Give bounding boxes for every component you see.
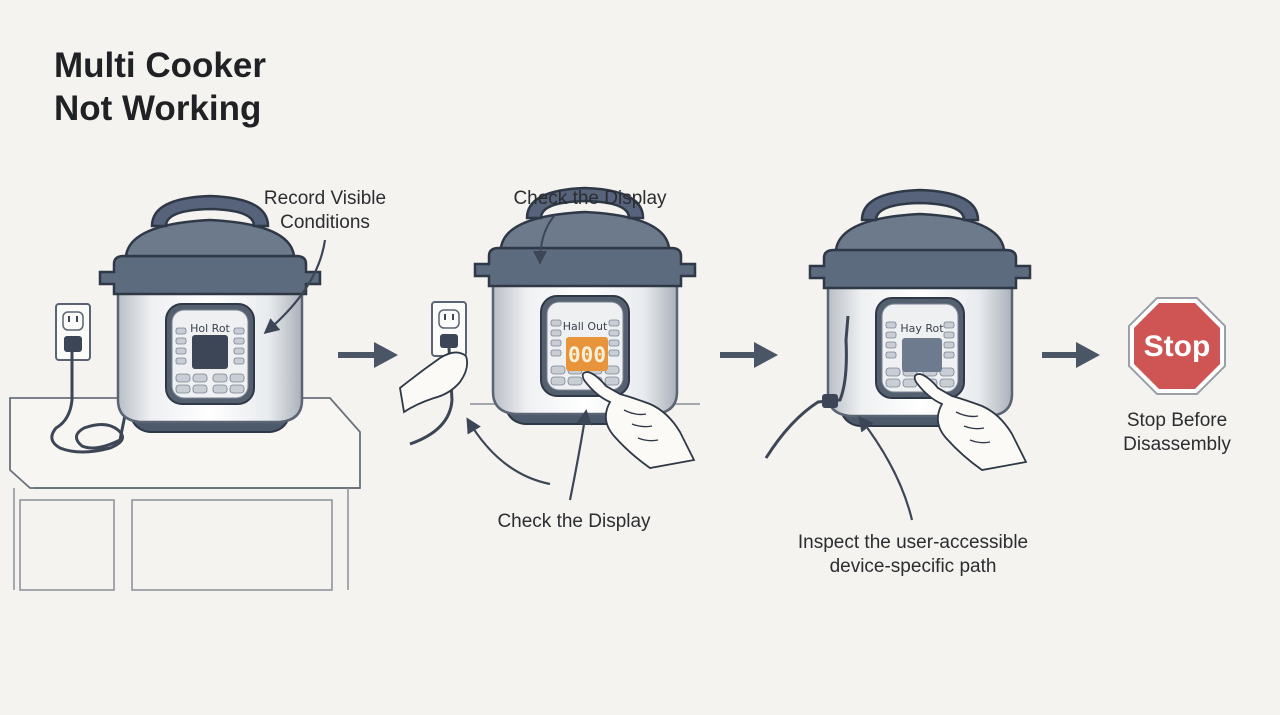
cooker-2-display [566, 337, 608, 371]
label-line: Stop Before [1126, 410, 1228, 431]
label-line: device-specific path [829, 556, 997, 577]
label-line: Conditions [280, 212, 370, 233]
step-2-scene: 000 Hall Out [399, 186, 700, 501]
annotation-arrow-2c [466, 417, 551, 486]
annotation-arrow-1 [263, 239, 327, 334]
label-record-visible-conditions: Record Visible Conditions [244, 187, 406, 235]
arrow-right-icon [720, 342, 778, 368]
label-inspect-path: Inspect the user-accessible device-speci… [778, 531, 1048, 579]
title-line-1: Multi Cooker [54, 46, 266, 85]
label-line: Disassembly [1123, 434, 1231, 455]
cooker-2-brand: Hall Out [563, 320, 608, 333]
label-line: Record Visible [263, 188, 387, 209]
step-3-scene: Hay Rot [764, 188, 1032, 521]
arrow-right-icon [338, 342, 398, 368]
multi-cooker-2 [473, 186, 697, 426]
label-stop-before-disassembly: Stop Before Disassembly [1107, 409, 1247, 457]
step-1-scene: Hol Rot [9, 194, 361, 591]
cooker-2-display-digits: 000 [568, 343, 606, 367]
stop-sign-icon: Stop [1128, 297, 1226, 395]
cooker-3-brand: Hay Rot [900, 322, 944, 335]
title-line-2: Not Working [54, 89, 262, 128]
cooker-1-display [192, 335, 228, 369]
cooker-1-brand: Hol Rot [190, 322, 230, 335]
annotation-arrow-2a [533, 214, 556, 265]
arrow-right-icon [1042, 342, 1100, 368]
wall-outlet-icon [431, 301, 467, 357]
page-title: Multi Cooker Not Working [54, 44, 266, 130]
label-check-display-bottom: Check the Display [497, 511, 651, 532]
label-line: Inspect the user-accessible [797, 532, 1029, 553]
annotation-arrow-3 [858, 415, 914, 521]
wall-outlet-icon [55, 303, 91, 361]
stop-sign-text: Stop [1144, 330, 1211, 363]
label-check-display-top: Check the Display [513, 188, 667, 209]
pointing-hand-icon [399, 351, 469, 414]
cooker-3-display [902, 338, 942, 372]
annotation-arrow-2b [568, 408, 592, 501]
